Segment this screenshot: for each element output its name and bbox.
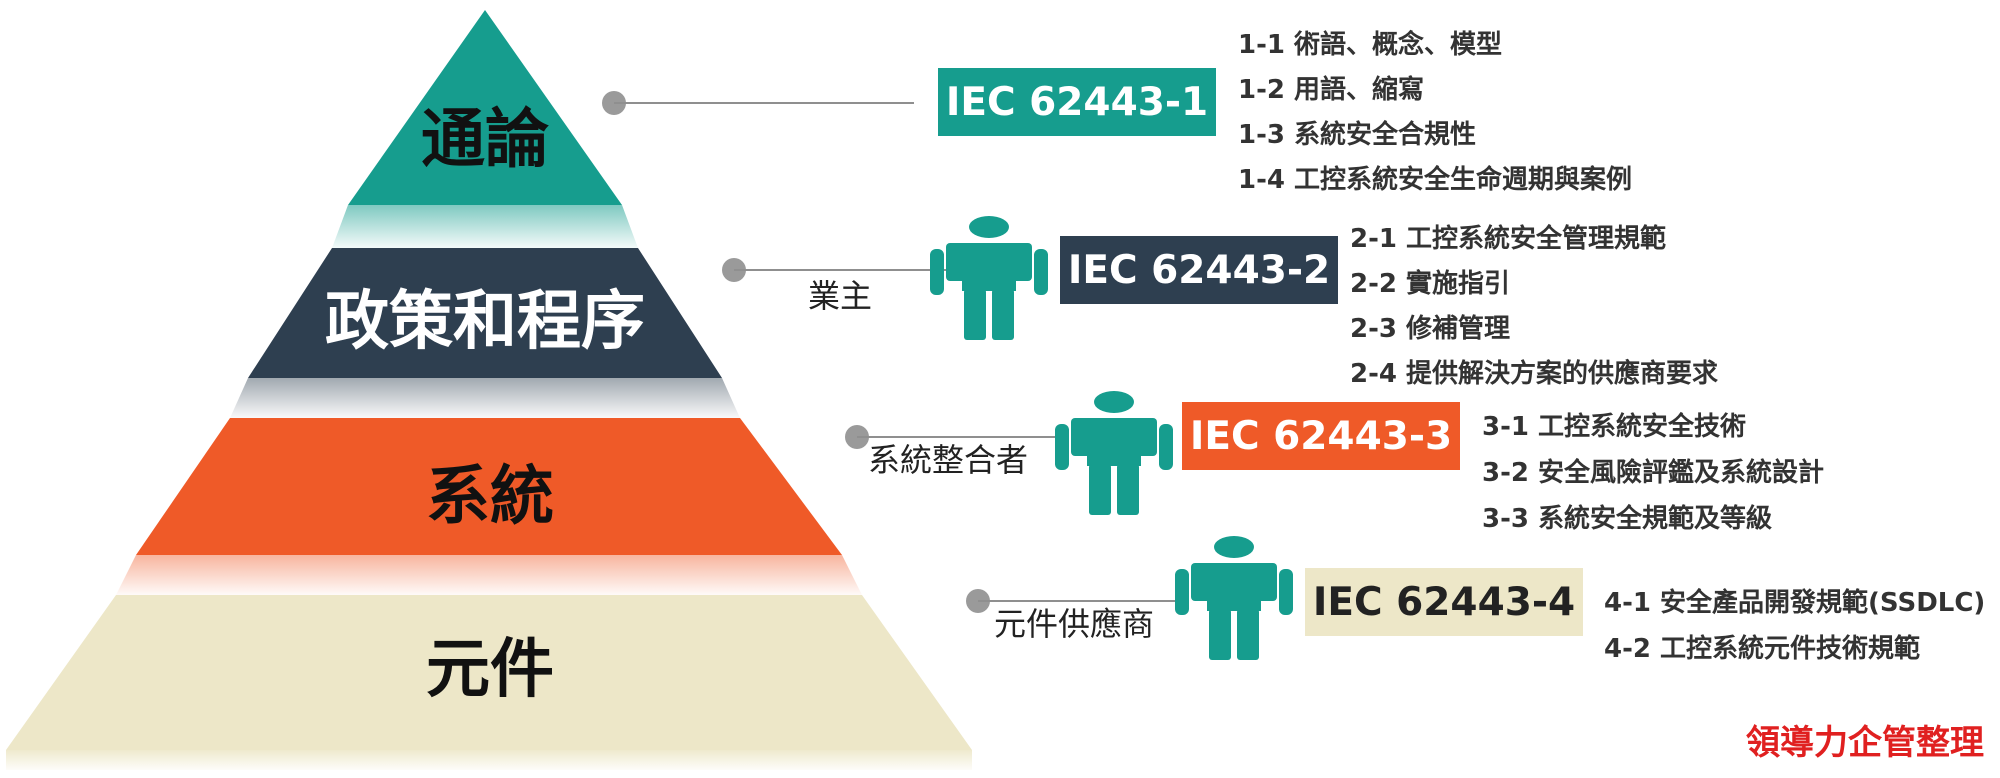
pyramid-tier-4 — [6, 595, 972, 750]
tier-label-component: 元件 — [426, 633, 554, 707]
desc-2-1: 2-1 工控系統安全管理規範 — [1350, 224, 1667, 254]
pyramid-tier-3 — [136, 418, 842, 555]
desc-3-2: 3-2 安全風險評鑑及系統設計 — [1482, 458, 1825, 488]
role-owner: 業主 — [808, 277, 873, 315]
connector-line-2 — [734, 269, 959, 271]
standard-box-4: IEC 62443-4 — [1305, 568, 1583, 636]
role-system-integrator: 系統整合者 — [868, 441, 1029, 479]
pyramid-tier-2-reflection — [230, 378, 740, 418]
pyramid-tier-2 — [248, 248, 722, 378]
tier-label-general: 通論 — [421, 103, 549, 177]
desc-2-2: 2-2 實施指引 — [1350, 269, 1511, 299]
credit-label: 領導力企管整理 — [1746, 723, 1984, 763]
person-icon — [930, 216, 1048, 340]
connector-line-1 — [614, 102, 914, 104]
desc-1-4: 1-4 工控系統安全生命週期與案例 — [1238, 165, 1633, 195]
pyramid-tier-1-reflection — [332, 205, 638, 248]
person-icon — [1175, 536, 1293, 660]
standard-box-1: IEC 62443-1 — [938, 68, 1216, 136]
desc-2-4: 2-4 提供解決方案的供應商要求 — [1350, 359, 1719, 389]
desc-4-2: 4-2 工控系統元件技術規範 — [1604, 634, 1921, 664]
tier-label-system: 系統 — [426, 460, 554, 534]
desc-4-1: 4-1 安全產品開發規範(SSDLC) — [1604, 588, 1986, 618]
tier-label-policy: 政策和程序 — [325, 285, 645, 359]
pyramid-tier-1 — [348, 10, 622, 205]
connector-line-3 — [857, 436, 1067, 438]
desc-1-3: 1-3 系統安全合規性 — [1238, 120, 1477, 150]
standard-box-3: IEC 62443-3 — [1182, 402, 1460, 470]
desc-3-3: 3-3 系統安全規範及等級 — [1482, 504, 1773, 534]
desc-1-1: 1-1 術語、概念、模型 — [1238, 30, 1503, 60]
pyramid-tier-4-reflection — [6, 750, 972, 770]
role-component-supplier: 元件供應商 — [994, 605, 1155, 643]
person-icon — [1055, 391, 1173, 515]
standard-box-2: IEC 62443-2 — [1060, 236, 1338, 304]
desc-1-2: 1-2 用語、縮寫 — [1238, 75, 1425, 105]
desc-3-1: 3-1 工控系統安全技術 — [1482, 412, 1747, 442]
connector-line-4 — [978, 600, 1178, 602]
pyramid-tier-3-reflection — [116, 555, 862, 595]
desc-2-3: 2-3 修補管理 — [1350, 314, 1511, 344]
